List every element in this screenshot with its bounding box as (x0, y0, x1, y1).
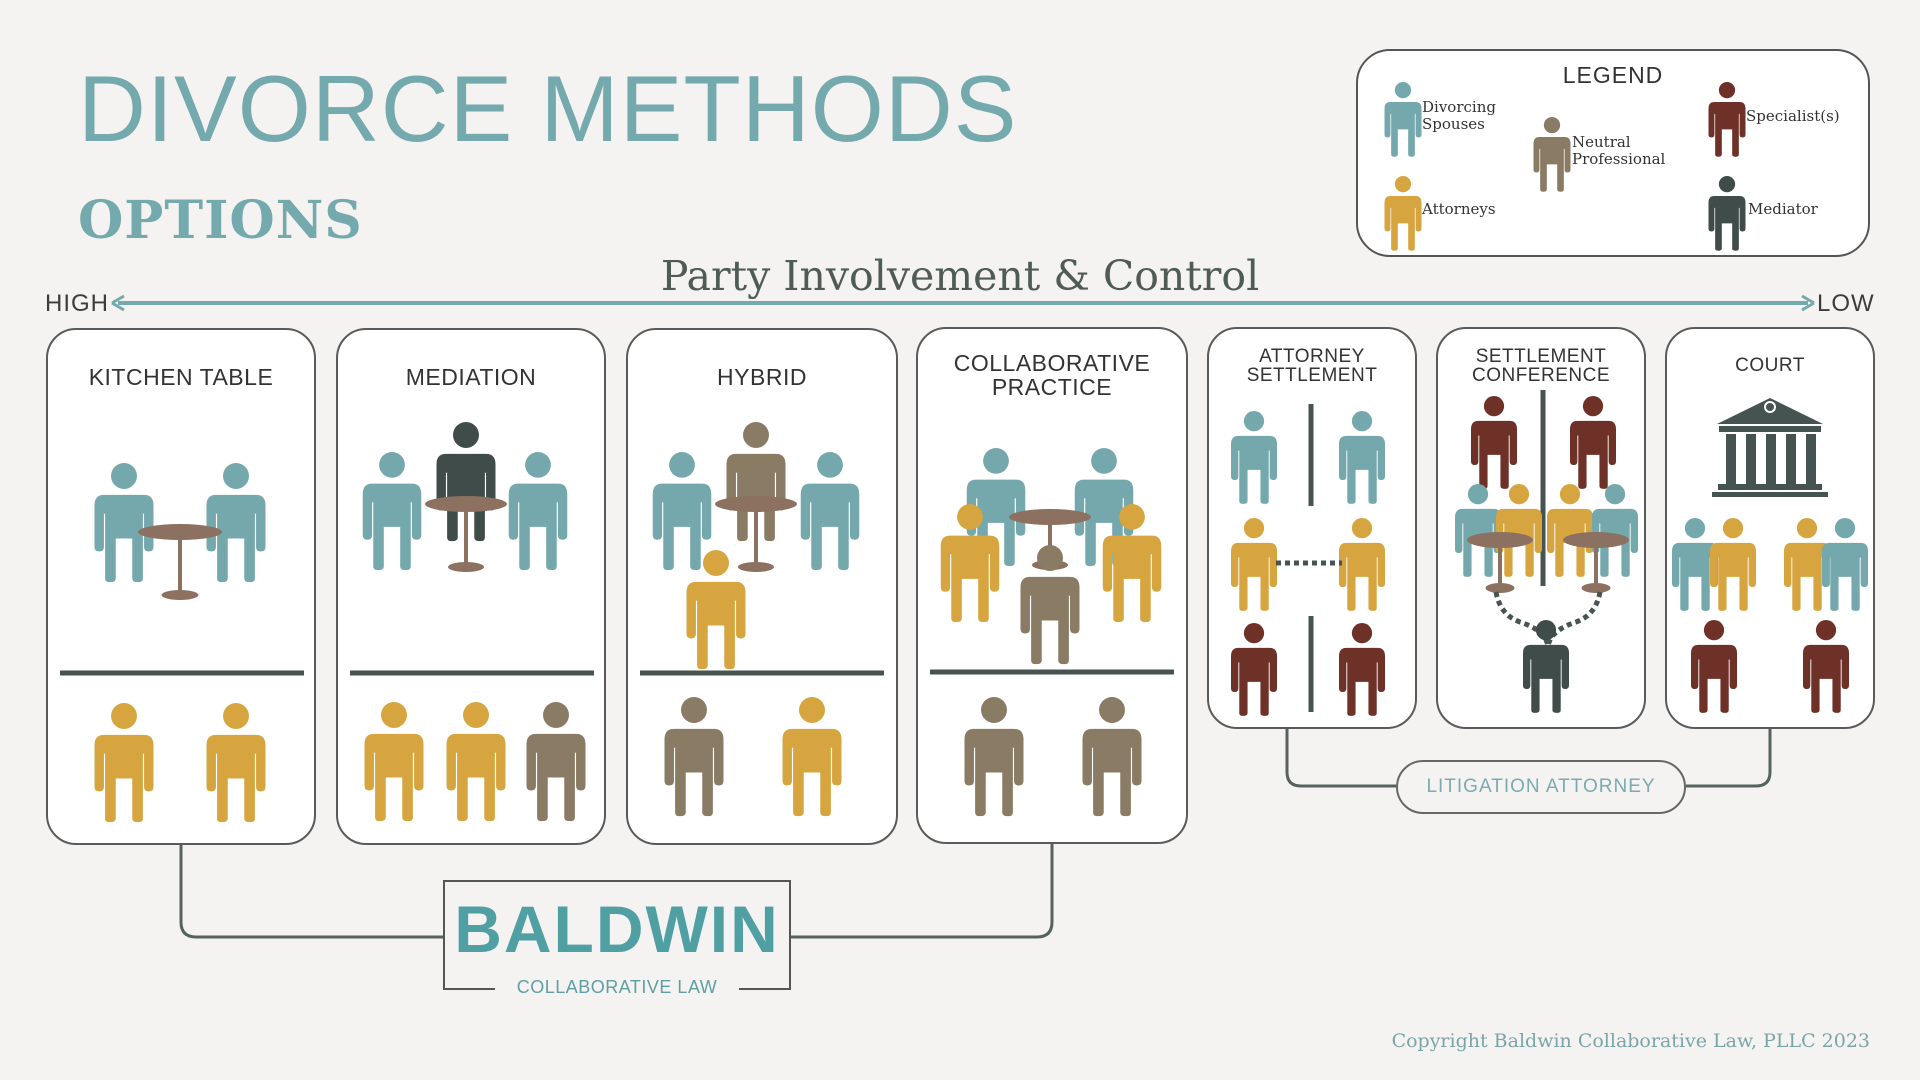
attorney-icon (1231, 518, 1277, 611)
spouse-icon (1231, 411, 1277, 504)
spouse-icon (1339, 411, 1385, 504)
attorney-icon (940, 504, 1000, 623)
mediator-icon (1523, 620, 1569, 713)
dotted-connector-line (1545, 591, 1603, 647)
neutral-professional-icon (1082, 697, 1142, 817)
attorney-icon (1102, 504, 1162, 623)
method-label-hybrid: HYBRID (717, 364, 807, 390)
method-label-kitchen-table: KITCHEN TABLE (88, 364, 274, 390)
legend-label-specialists: Specialist(s) (1746, 107, 1840, 125)
litigation-bracket-left (1285, 729, 1396, 788)
attorney-icon (1547, 484, 1593, 577)
specialist-icon (1339, 623, 1385, 716)
spouse-icon (94, 463, 154, 583)
legend-spouse-icon (1384, 82, 1422, 157)
spouse-icon (362, 452, 422, 571)
double-arrow-icon (111, 294, 1815, 312)
legend-mediator-icon (1708, 176, 1746, 251)
specialist-icon (1570, 396, 1616, 489)
round-table-icon (425, 496, 507, 572)
method-label-settlement-conference: SETTLEMENT CONFERENCE (1471, 346, 1610, 386)
spouse-icon (1822, 518, 1868, 611)
round-table-icon (715, 496, 797, 572)
brand-bracket-left (179, 845, 443, 939)
axis-title: Party Involvement & Control (660, 252, 1260, 300)
legend-label-mediator: Mediator (1748, 200, 1818, 218)
legend-label-neutral: Neutral Professional (1572, 133, 1666, 168)
attorney-icon (782, 697, 842, 817)
brand-bracket-right (791, 844, 1054, 939)
page-title: DIVORCE METHODS (78, 56, 1018, 161)
spouse-icon (1455, 484, 1501, 577)
litigation-attorney-label: LITIGATION ATTORNEY (1396, 760, 1686, 814)
legend-label-spouses: Divorcing Spouses (1422, 98, 1496, 133)
axis-low-label: LOW (1817, 290, 1875, 317)
attorney-icon (364, 702, 424, 822)
spouse-icon (652, 452, 712, 571)
legend-box (1356, 49, 1870, 257)
attorney-icon (446, 702, 506, 822)
spouse-icon (800, 452, 860, 571)
attorney-icon (1784, 518, 1830, 611)
method-label-court: COURT (1735, 355, 1805, 376)
attorney-icon (1710, 518, 1756, 611)
legend-title: LEGEND (1562, 62, 1664, 88)
axis-high-label: HIGH (45, 290, 109, 317)
method-label-collaborative-practice: COLLABORATIVE PRACTICE (953, 350, 1151, 401)
legend-specialist-icon (1708, 82, 1746, 157)
spouse-icon (206, 463, 266, 583)
neutral-professional-icon (664, 697, 724, 817)
legend-attorney-icon (1384, 176, 1422, 251)
spouse-icon (1672, 518, 1718, 611)
attorney-icon (1339, 518, 1385, 611)
copyright-text: Copyright Baldwin Collaborative Law, PLL… (1391, 1030, 1870, 1052)
spouse-icon (1592, 484, 1638, 577)
method-label-attorney-settlement: ATTORNEY SETTLEMENT (1246, 346, 1378, 386)
round-table-icon (1563, 532, 1629, 593)
legend-neutral-icon (1533, 117, 1571, 192)
spouse-icon (508, 452, 568, 571)
neutral-professional-icon (526, 702, 586, 822)
neutral-professional-icon (964, 697, 1024, 817)
litigation-attorney-text: LITIGATION ATTORNEY (1426, 776, 1656, 797)
litigation-bracket-right (1686, 729, 1772, 788)
page-subtitle: OPTIONS (78, 190, 363, 251)
courthouse-icon (1712, 398, 1828, 497)
specialist-icon (1691, 620, 1737, 713)
neutral-professional-icon (1020, 545, 1080, 665)
attorney-icon (206, 703, 266, 823)
specialist-icon (1231, 623, 1277, 716)
round-table-icon (138, 524, 222, 600)
specialist-icon (1803, 620, 1849, 713)
attorney-icon (94, 703, 154, 823)
brand-name: BALDWIN (454, 892, 780, 966)
dotted-connector-line (1493, 591, 1551, 647)
brand-tagline: COLLABORATIVE LAW (495, 978, 739, 996)
legend-label-attorneys: Attorneys (1422, 200, 1496, 218)
method-label-mediation: MEDIATION (405, 364, 537, 390)
specialist-icon (1471, 396, 1517, 489)
attorney-icon (1496, 484, 1542, 577)
round-table-icon (1467, 532, 1533, 593)
